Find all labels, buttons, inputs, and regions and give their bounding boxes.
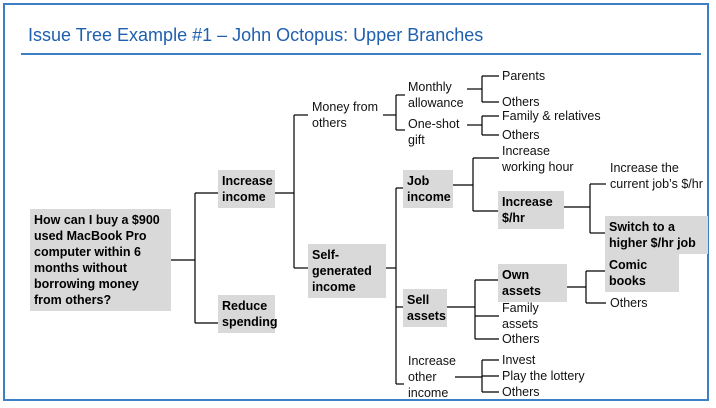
diagram-frame bbox=[3, 3, 709, 401]
node-sell-assets: Sell assets bbox=[403, 289, 447, 327]
node-monthly-allowance: Monthly allowance bbox=[408, 80, 464, 110]
node-sell-others: Others bbox=[502, 332, 540, 346]
node-switch-higher-rate-job: Switch to a higher $/hr job bbox=[605, 216, 708, 254]
node-increase-working-hour: Increase working hour bbox=[502, 144, 574, 174]
diagram-title: Issue Tree Example #1 – John Octopus: Up… bbox=[28, 25, 484, 45]
node-increase-other-income: Increase other income bbox=[408, 354, 456, 400]
node-reduce-spending: Reduce spending bbox=[218, 295, 278, 333]
title-divider bbox=[21, 53, 701, 55]
root-question: How can I buy a $900 used MacBook Pro co… bbox=[30, 209, 171, 311]
node-invest: Invest bbox=[502, 353, 536, 367]
node-play-lottery: Play the lottery bbox=[502, 369, 585, 383]
node-self-generated-income: Self-generated income bbox=[308, 244, 386, 298]
node-family-relatives: Family & relatives bbox=[502, 109, 601, 123]
node-allowance-others: Others bbox=[502, 95, 540, 109]
node-increase-current-job-rate: Increase the current job’s $/hr bbox=[610, 161, 703, 191]
node-comic-books: Comic books bbox=[605, 254, 679, 292]
node-gift-others: Others bbox=[502, 128, 540, 142]
node-other-income-others: Others bbox=[502, 385, 540, 399]
node-increase-rate: Increase $/hr bbox=[498, 191, 564, 229]
node-parents: Parents bbox=[502, 69, 546, 83]
node-family-assets: Family assets bbox=[502, 301, 539, 331]
node-own-others: Others bbox=[610, 296, 648, 310]
node-money-from-others: Money from others bbox=[312, 100, 378, 130]
node-one-shot-gift: One-shot gift bbox=[408, 117, 460, 147]
node-own-assets: Own assets bbox=[498, 264, 567, 302]
node-job-income: Job income bbox=[403, 170, 453, 208]
node-increase-income: Increase income bbox=[218, 170, 275, 208]
